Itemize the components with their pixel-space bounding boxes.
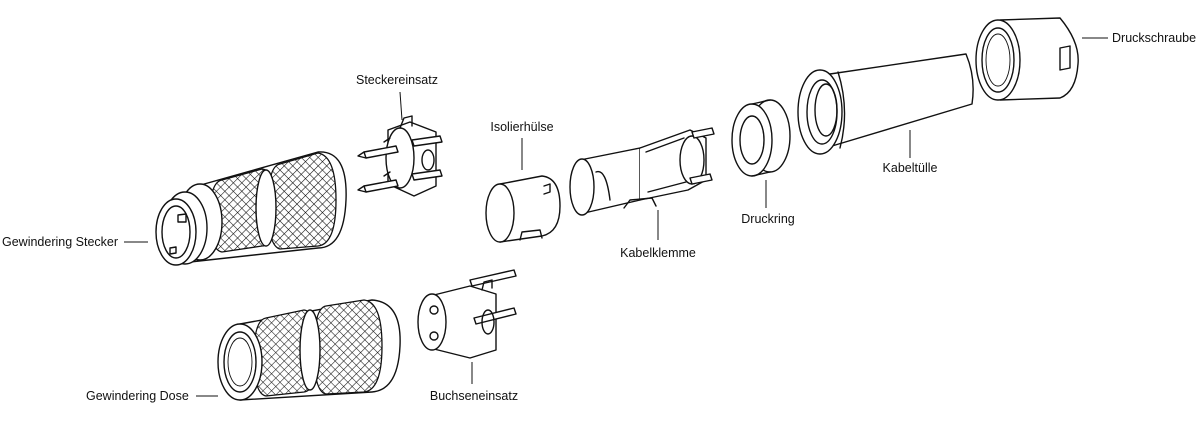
leader-steckereinsatz (399, 91, 403, 121)
kabelklemme-part (569, 127, 715, 216)
buchseneinsatz-part (417, 269, 517, 359)
label-isolierhuelse: Isolierhülse (490, 120, 553, 134)
isolierhuelse-part (485, 175, 561, 243)
druckschraube-part (975, 17, 1079, 101)
label-gewindering-dose: Gewindering Dose (86, 389, 189, 403)
label-kabelklemme: Kabelklemme (620, 246, 696, 260)
gewindering-dose-part (217, 299, 401, 401)
kabeltuelle-part (797, 53, 974, 155)
label-druckring: Druckring (741, 212, 795, 226)
leader-lines (124, 37, 1108, 397)
label-steckereinsatz: Steckereinsatz (356, 73, 438, 87)
label-kabeltuelle: Kabeltülle (883, 161, 938, 175)
druckring-part (731, 99, 791, 177)
label-druckschraube: Druckschraube (1112, 31, 1196, 45)
label-gewindering-stecker: Gewindering Stecker (2, 235, 118, 249)
label-buchseneinsatz: Buchseneinsatz (430, 389, 518, 403)
gewindering-stecker-part (155, 151, 347, 266)
steckereinsatz-part (357, 115, 443, 197)
